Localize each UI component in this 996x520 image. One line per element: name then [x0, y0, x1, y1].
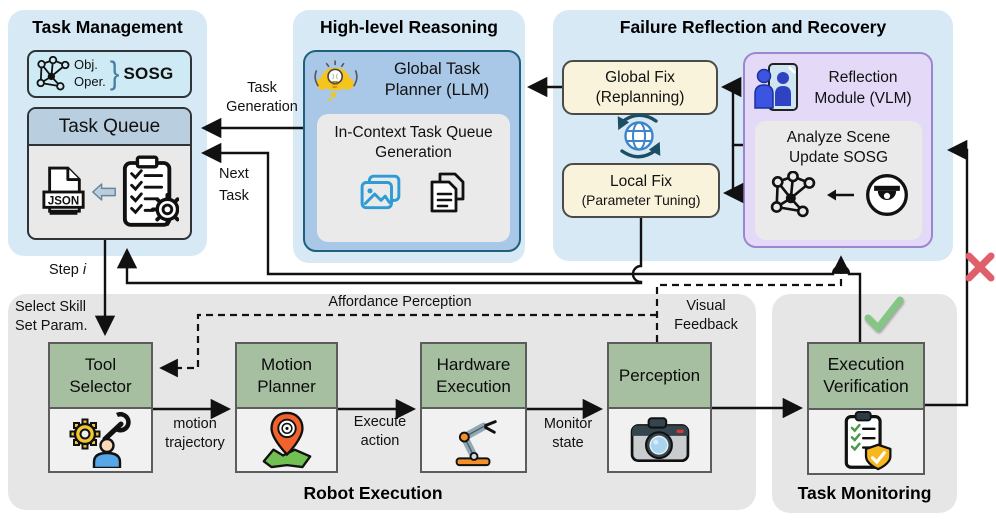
task-management-title: Task Management	[32, 17, 183, 37]
oper-label: Oper.	[74, 74, 106, 89]
person	[754, 68, 774, 109]
motion-planner-header: Motion Planner	[237, 344, 336, 409]
documents-icon	[430, 172, 464, 213]
clipboard-gear-icon	[122, 155, 179, 227]
select-skill-label: Select Skill Set Param.	[15, 299, 88, 334]
task-generation-label: Task Generation	[226, 80, 298, 115]
person-icon	[92, 437, 121, 468]
analyze-scene-box: Analyze Scene Update SOSG	[755, 121, 922, 240]
task-monitoring-title: Task Monitoring	[797, 483, 932, 503]
sosg-legend: Obj. Oper.	[74, 57, 106, 91]
sosg-box: Obj. Oper. } SOSG	[27, 50, 192, 98]
perception-box: Perception	[607, 342, 712, 473]
affordance-perception-label: Affordance Perception	[328, 294, 472, 310]
perception-header: Perception	[609, 344, 710, 409]
dome-camera-icon	[865, 174, 908, 217]
monitor-state-label: Monitor state	[543, 416, 593, 451]
global-fix-box: Global Fix (Replanning)	[562, 60, 718, 115]
hardware-execution-box: Hardware Execution	[420, 342, 527, 473]
tool-selector-box: Tool Selector	[48, 342, 153, 473]
hardware-execution-header: Hardware Execution	[422, 344, 525, 409]
execute-action-label: Execute action	[353, 414, 407, 449]
gear-icon	[150, 192, 179, 226]
planner-label: Global Task Planner (LLM)	[384, 60, 490, 100]
left-arrow-icon	[826, 189, 854, 201]
incontext-generation-box: In-Context Task Queue Generation	[317, 114, 510, 242]
globe-sync-icon	[617, 113, 661, 159]
robot-arm-icon	[455, 420, 497, 467]
task-queue-header: Task Queue	[29, 109, 190, 146]
local-fix-box: Local Fix (Parameter Tuning)	[562, 163, 720, 218]
motion-trajectory-label: motion trajectory	[165, 416, 225, 451]
high-level-reasoning-title: High-level Reasoning	[320, 17, 498, 37]
check-icon	[864, 296, 904, 332]
incontext-icons	[317, 172, 510, 214]
people-mirror-icon	[754, 63, 798, 111]
scene-graph-icon	[770, 171, 815, 218]
json-label: JSON	[47, 195, 78, 207]
execution-verification-box: Execution Verification	[807, 342, 925, 475]
scene-graph-icon	[36, 56, 70, 91]
clipboard-shield-icon	[844, 411, 892, 471]
json-file-icon: JSON	[41, 166, 85, 215]
map-pin-icon	[262, 411, 311, 469]
sosg-label: SOSG	[123, 64, 174, 83]
analyze-icons	[755, 171, 922, 219]
obj-label: Obj.	[74, 57, 98, 73]
task-queue-box: Task Queue JSON	[27, 107, 192, 240]
reflection-module-label: Reflection Module (VLM)	[814, 69, 912, 107]
task-queue-body: JSON	[29, 146, 190, 238]
gear-icon	[69, 418, 100, 450]
global-task-planner-box: Global Task Planner (LLM) In-Context Tas…	[303, 50, 521, 252]
gear-wrench-person-icon	[69, 412, 131, 468]
brace-glyph: }	[109, 55, 120, 92]
execution-verification-header: Execution Verification	[809, 344, 923, 410]
person-reflection	[775, 72, 791, 106]
tool-selector-header: Tool Selector	[50, 344, 151, 409]
reflection-module-box: Reflection Module (VLM) Analyze Scene Up…	[743, 52, 933, 248]
next-task-label: Next Task	[219, 166, 249, 204]
failure-reflection-title: Failure Reflection and Recovery	[619, 17, 887, 37]
robot-execution-title: Robot Execution	[303, 483, 443, 503]
planner-header: Global Task Planner (LLM)	[305, 52, 519, 102]
visual-feedback-label: Visual Feedback	[674, 298, 738, 333]
images-icon	[360, 175, 400, 210]
wrench-icon	[102, 412, 131, 442]
bulb-idea-icon	[314, 60, 358, 102]
camera-icon	[630, 417, 689, 463]
cross-icon	[965, 252, 995, 282]
motion-planner-box: Motion Planner	[235, 342, 338, 473]
left-block-arrow-icon	[91, 183, 116, 201]
